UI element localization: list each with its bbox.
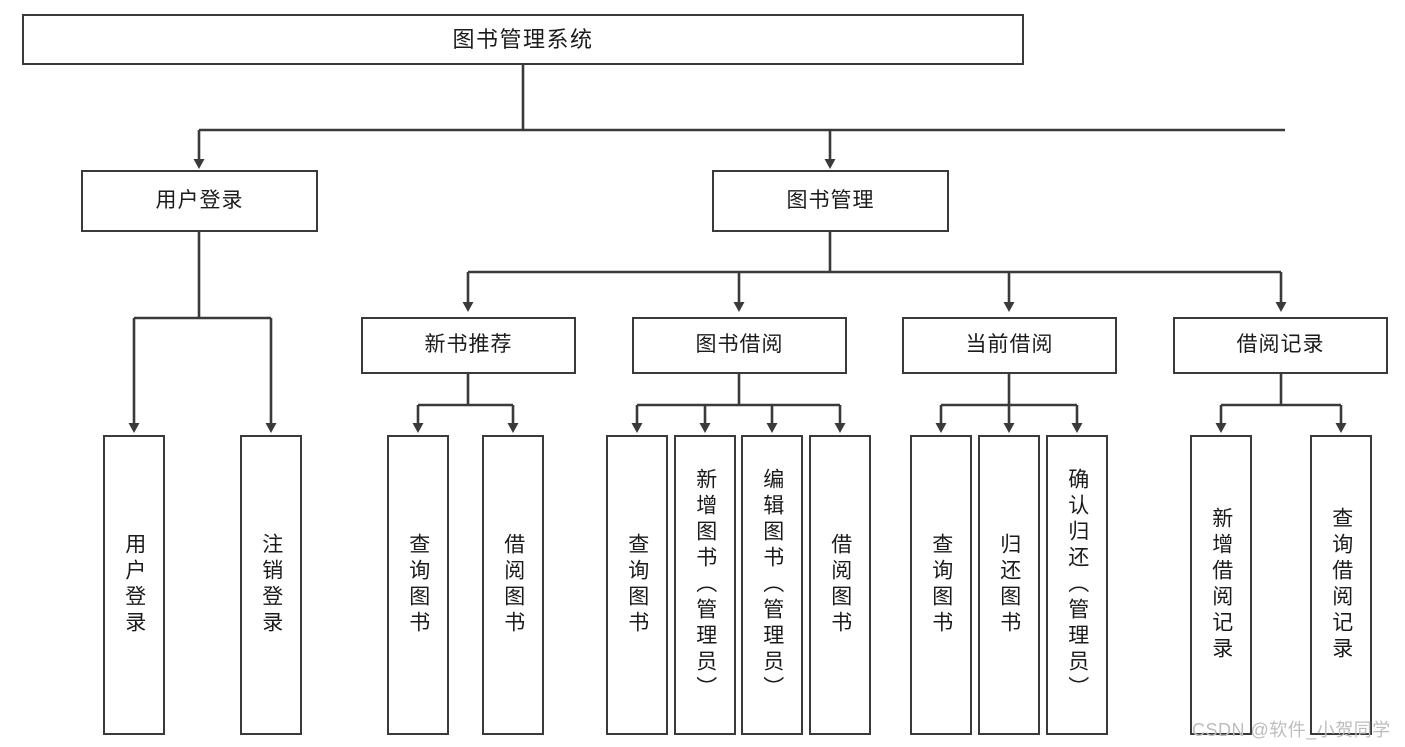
leaf-edit-book[interactable]: 编辑图书（管理员） — [741, 435, 803, 735]
leaf-add-record-label: 新增借阅记录 — [1209, 507, 1233, 663]
leaf-logout[interactable]: 注销登录 — [240, 435, 302, 735]
leaf-edit-book-label: 编辑图书（管理员） — [760, 468, 784, 702]
leaf-logout-label: 注销登录 — [259, 533, 283, 637]
leaf-borrow-book-2[interactable]: 借阅图书 — [809, 435, 871, 735]
leaf-user-login-label: 用户登录 — [122, 533, 146, 637]
leaf-query-book-2[interactable]: 查询图书 — [606, 435, 668, 735]
leaf-confirm-return-label: 确认归还（管理员） — [1065, 468, 1089, 702]
leaf-add-book-label: 新增图书（管理员） — [693, 468, 717, 702]
leaf-query-record-label: 查询借阅记录 — [1329, 507, 1353, 663]
leaf-query-book-3[interactable]: 查询图书 — [910, 435, 972, 735]
leaf-return-book[interactable]: 归还图书 — [978, 435, 1040, 735]
leaf-borrow-book-2-label: 借阅图书 — [828, 533, 852, 637]
node-borrow-record-label: 借阅记录 — [1236, 333, 1325, 357]
leaf-borrow-book-1[interactable]: 借阅图书 — [482, 435, 544, 735]
node-book-management-label: 图书管理 — [786, 188, 875, 212]
leaf-query-book-2-label: 查询图书 — [625, 533, 649, 637]
leaf-query-book-1[interactable]: 查询图书 — [387, 435, 449, 735]
node-current-borrow[interactable]: 当前借阅 — [902, 317, 1117, 374]
node-book-management[interactable]: 图书管理 — [712, 170, 949, 232]
node-borrow-record[interactable]: 借阅记录 — [1173, 317, 1388, 374]
node-new-book-recommend-label: 新书推荐 — [424, 333, 513, 357]
node-new-book-recommend[interactable]: 新书推荐 — [361, 317, 576, 374]
leaf-add-book[interactable]: 新增图书（管理员） — [674, 435, 736, 735]
node-book-borrow[interactable]: 图书借阅 — [632, 317, 847, 374]
node-user-login-label: 用户登录 — [155, 188, 244, 212]
leaf-return-book-label: 归还图书 — [997, 533, 1021, 637]
node-root-label: 图书管理系统 — [452, 26, 594, 52]
node-book-borrow-label: 图书借阅 — [695, 333, 784, 357]
leaf-query-book-3-label: 查询图书 — [929, 533, 953, 637]
leaf-borrow-book-1-label: 借阅图书 — [501, 533, 525, 637]
leaf-add-record[interactable]: 新增借阅记录 — [1190, 435, 1252, 735]
leaf-query-record[interactable]: 查询借阅记录 — [1310, 435, 1372, 735]
watermark: CSDN @软件_小贺同学 — [1192, 720, 1391, 740]
node-root[interactable]: 图书管理系统 — [22, 14, 1024, 65]
leaf-user-login[interactable]: 用户登录 — [103, 435, 165, 735]
leaf-confirm-return[interactable]: 确认归还（管理员） — [1046, 435, 1108, 735]
leaf-query-book-1-label: 查询图书 — [406, 533, 430, 637]
node-current-borrow-label: 当前借阅 — [965, 333, 1054, 357]
node-user-login[interactable]: 用户登录 — [81, 170, 318, 232]
